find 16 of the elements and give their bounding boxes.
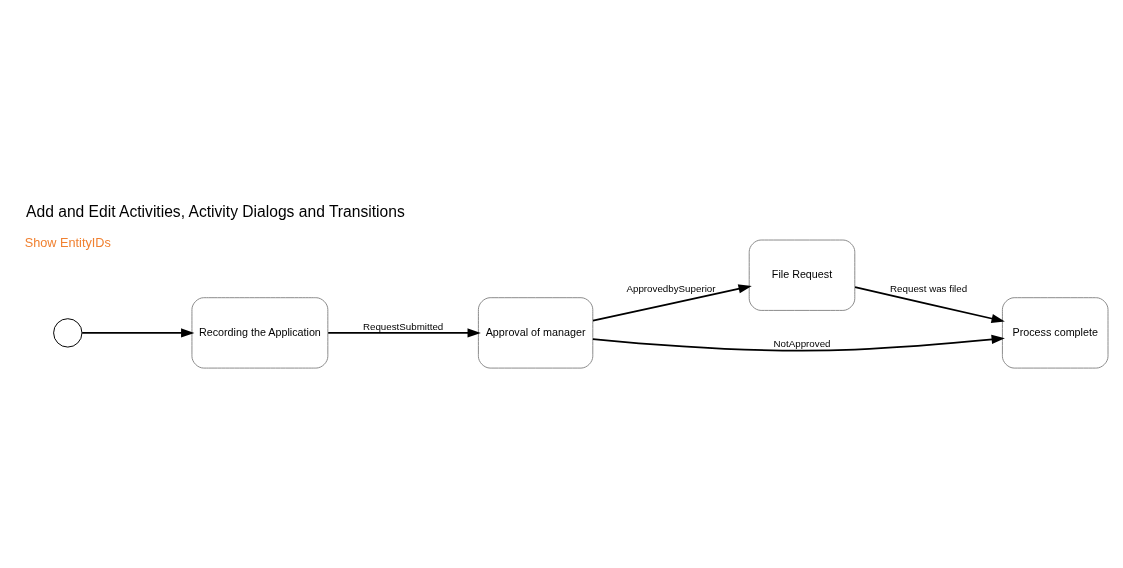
arrow: [81, 327, 195, 338]
diagram-title: Add and Edit Activities, Activity Dialogs and Transitions: [26, 202, 405, 220]
node-box: Process complete: [1001, 296, 1109, 369]
arrow: [327, 327, 481, 338]
label: Show EntityIDs: [24, 235, 111, 250]
arrow: [592, 334, 1005, 351]
node-circle: [53, 317, 83, 348]
node-box: File Request: [748, 239, 856, 311]
edge-label: ApprovedbySuperior: [626, 282, 716, 294]
node-box: Approval of manager: [477, 296, 594, 369]
edge-label: RequestSubmitted: [362, 320, 444, 332]
node-box: Recording the Application: [191, 296, 329, 369]
edge-label: Request was filed: [890, 282, 968, 294]
arrow: [592, 283, 752, 321]
arrow: [854, 285, 1005, 323]
edge-label: NotApproved: [773, 337, 831, 349]
